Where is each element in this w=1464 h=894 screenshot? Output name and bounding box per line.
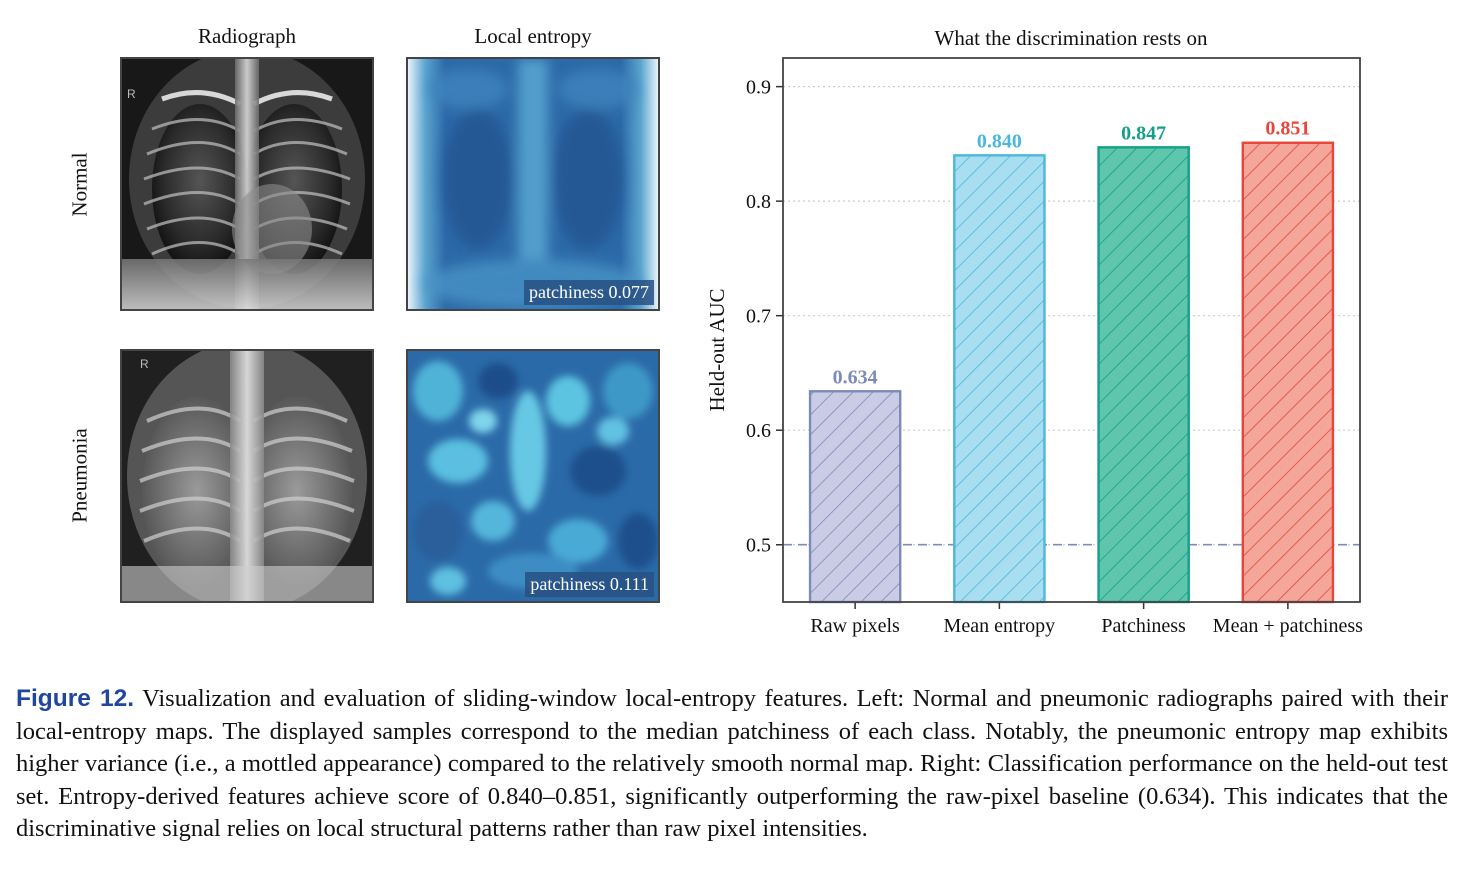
y-tick-label: 0.9 — [746, 77, 771, 99]
x-tick-label: Mean entropy — [944, 615, 1056, 637]
normal-row-label: Normal — [67, 152, 92, 217]
chart-title: What the discrimination rests on — [935, 26, 1208, 50]
bars: 0.634 0.840 0.847 0.851 — [808, 118, 1335, 604]
plot-frame — [782, 57, 1361, 603]
normal-entropy-map: patchiness 0.077 — [406, 57, 660, 311]
normal-r-marker: R — [127, 87, 136, 101]
normal-radiograph-drawing — [122, 59, 372, 309]
pneumonia-entropy-map: patchiness 0.111 — [406, 349, 660, 603]
normal-entropy-drawing — [408, 59, 658, 309]
bar — [953, 154, 1046, 604]
pneumonia-r-marker: R — [140, 357, 149, 371]
pneumonia-patchiness-label: patchiness 0.111 — [525, 572, 654, 597]
figure-label: Figure 12. — [16, 685, 135, 712]
pneumonia-radiograph-image: R — [120, 349, 374, 603]
bar — [1241, 141, 1335, 604]
radiograph-column-title: Radiograph — [198, 24, 296, 48]
bar — [1097, 146, 1190, 604]
pneumonia-radiograph-drawing — [122, 351, 372, 601]
y-axis-label: Held-out AUC — [705, 288, 729, 411]
bar-value-label: 0.847 — [1121, 122, 1166, 144]
normal-patchiness-label: patchiness 0.077 — [524, 280, 654, 305]
caption-text: Visualization and evaluation of sliding-… — [16, 685, 1448, 842]
bar-value-label: 0.634 — [833, 366, 878, 388]
y-tick-label: 0.6 — [746, 420, 771, 442]
bar — [808, 390, 902, 604]
normal-radiograph-image: R — [120, 57, 374, 311]
x-tick-label: Mean + patchiness — [1213, 615, 1363, 637]
local-entropy-column-title: Local entropy — [474, 24, 592, 48]
y-tick-label: 0.5 — [746, 535, 771, 557]
pneumonia-entropy-drawing — [408, 351, 658, 601]
bar-value-label: 0.851 — [1265, 118, 1310, 140]
bar-value-label: 0.840 — [977, 130, 1022, 152]
auc-bar-chart: What the discrimination rests on 0.6340.… — [705, 26, 1363, 637]
figure-caption: Figure 12. Visualization and evaluation … — [16, 683, 1448, 846]
x-tick-label: Raw pixels — [810, 615, 900, 637]
y-tick-label: 0.7 — [746, 306, 771, 328]
y-tick-label: 0.8 — [746, 191, 771, 213]
x-tick-label: Patchiness — [1101, 615, 1186, 637]
pneumonia-row-label: Pneumonia — [67, 428, 92, 523]
